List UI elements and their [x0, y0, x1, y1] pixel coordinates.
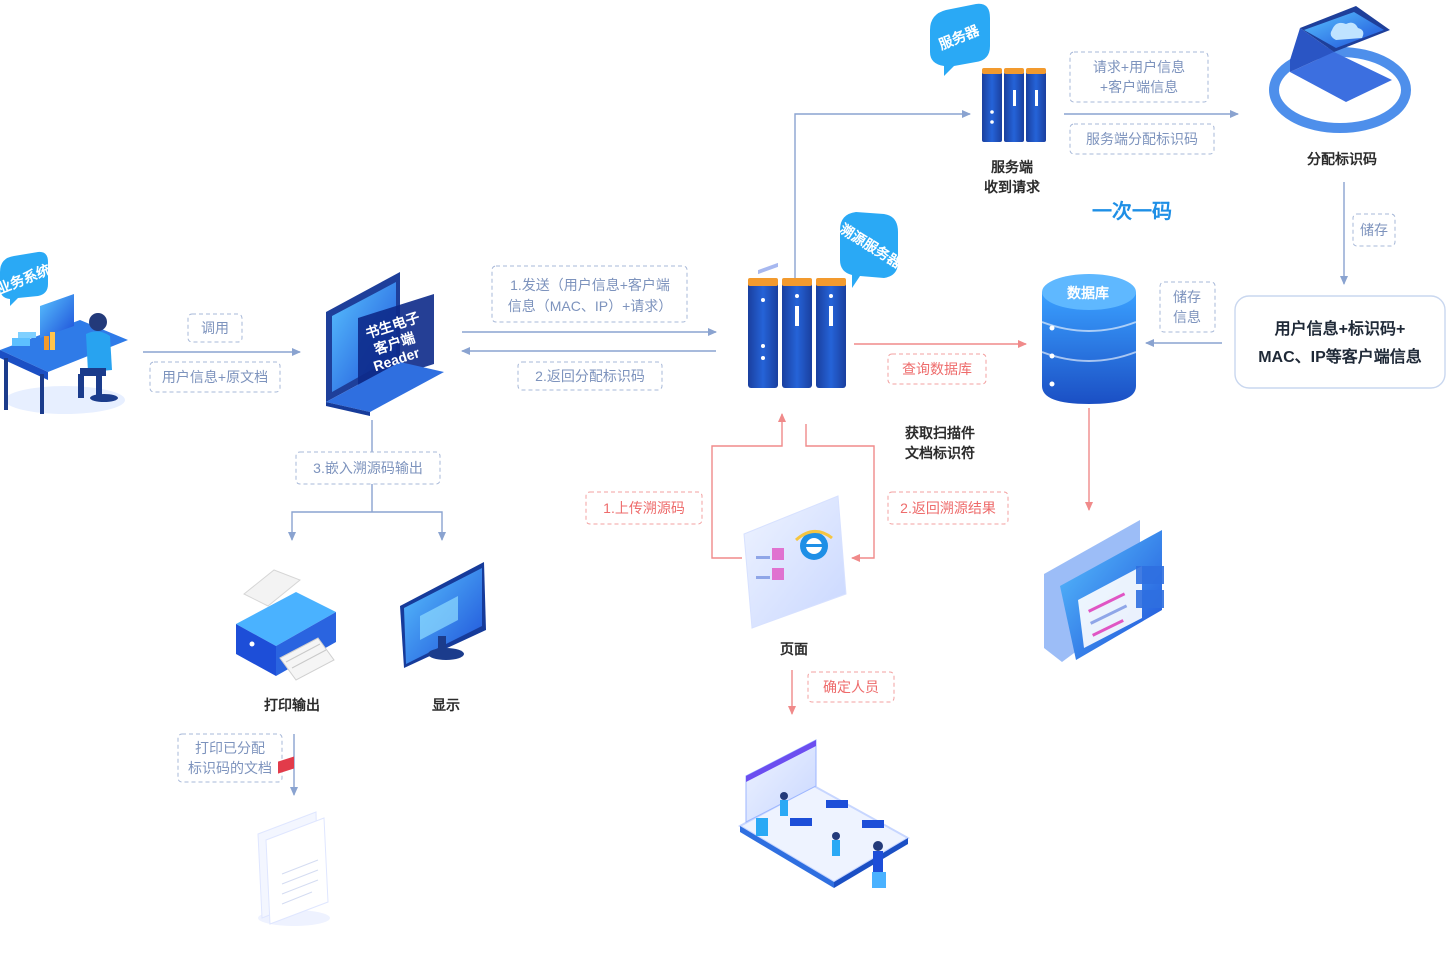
label-print-doc-2: 标识码的文档: [188, 760, 272, 776]
reader-laptop-illustration: 书生电子 客户端 Reader: [326, 272, 444, 416]
business-desk-illustration: [0, 294, 128, 414]
label-send-2: 信息（MAC、IP）+请求）: [508, 298, 673, 314]
caption-one-code: 一次一码: [1092, 199, 1172, 223]
label-user-info-doc: 用户信息+原文档: [162, 369, 268, 385]
page-browser-illustration: [743, 262, 847, 629]
arrow-upload: [711, 413, 786, 559]
label-return-code: 2.返回分配标识码: [535, 368, 645, 384]
label-store-info-1: 储存: [1173, 289, 1201, 305]
caption-database: 数据库: [1067, 285, 1109, 301]
label-request-2: +客户端信息: [1100, 79, 1178, 95]
office-scene-illustration: [737, 739, 911, 888]
info-box-line2: MAC、IP等客户端信息: [1258, 347, 1422, 366]
business-system-tag: 业务系统: [0, 251, 53, 306]
server-tag: 服务器: [930, 3, 990, 76]
info-box-line1: 用户信息+标识码+: [1275, 319, 1406, 338]
connectors: [143, 110, 1348, 796]
result-screens-illustration: [1044, 520, 1164, 662]
database-illustration: [1041, 274, 1137, 404]
caption-scan-2: 文档标识符: [905, 445, 975, 461]
caption-display: 显示: [432, 697, 460, 713]
info-box: 用户信息+标识码+ MAC、IP等客户端信息: [1234, 295, 1446, 389]
printed-doc-illustration: [257, 756, 330, 926]
caption-server-recv-2: 收到请求: [984, 179, 1041, 195]
label-query-db: 查询数据库: [902, 361, 972, 377]
monitor-illustration: [400, 562, 486, 668]
arrow-embed-display: [372, 511, 446, 541]
caption-print-output: 打印输出: [264, 697, 320, 713]
caption-assign-code: 分配标识码: [1307, 151, 1377, 167]
label-request-1: 请求+用户信息: [1093, 59, 1185, 75]
label-return-result: 2.返回溯源结果: [900, 500, 996, 516]
trace-server-tag: 溯源服务器: [837, 212, 905, 288]
label-upload: 1.上传溯源码: [603, 500, 685, 516]
label-invoke: 调用: [201, 320, 229, 336]
printer-illustration: [236, 569, 336, 681]
top-server-illustration: [982, 68, 1046, 142]
label-print-doc-1: 打印已分配: [195, 740, 265, 756]
trace-server-illustration: [748, 278, 846, 388]
label-store: 储存: [1360, 222, 1388, 238]
arrow-embed-print: [288, 511, 372, 541]
caption-server-recv-1: 服务端: [991, 159, 1033, 175]
label-confirm: 确定人员: [823, 679, 879, 695]
label-embed: 3.嵌入溯源码输出: [313, 460, 423, 476]
caption-scan-1: 获取扫描件: [905, 425, 975, 441]
assign-laptop-illustration: [1269, 6, 1411, 133]
arrow-return-result: [805, 424, 875, 562]
label-boxes: 调用 用户信息+原文档 1.发送（用户信息+客户端 信息（MAC、IP）+请求）…: [149, 51, 1396, 783]
label-store-info-2: 信息: [1173, 309, 1201, 325]
label-send-1: 1.发送（用户信息+客户端: [510, 277, 670, 293]
caption-page: 页面: [780, 641, 808, 657]
arrow-to-server: [794, 110, 971, 282]
label-server-assign: 服务端分配标识码: [1086, 131, 1198, 147]
